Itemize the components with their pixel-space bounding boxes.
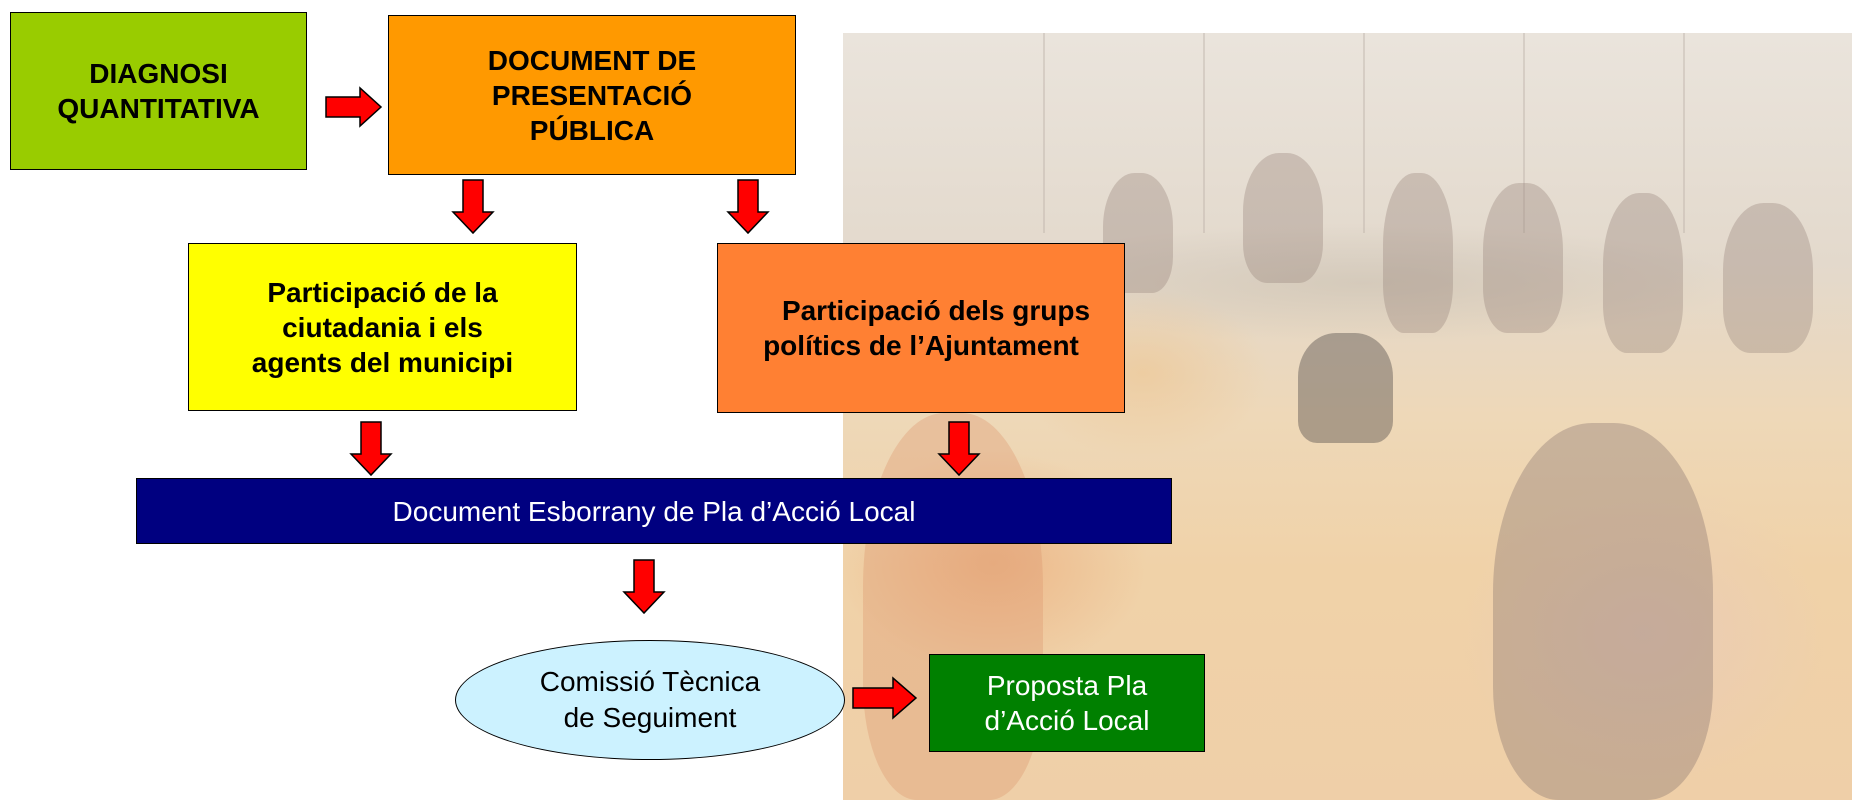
comissio-tecnica-ellipse: Comissió Tècnica de Seguiment bbox=[455, 640, 845, 760]
person-figure bbox=[1493, 423, 1713, 800]
comissio-label: Comissió Tècnica de Seguiment bbox=[540, 664, 760, 737]
arrow-down-icon bbox=[349, 421, 393, 477]
person-figure bbox=[1723, 203, 1813, 353]
person-figure bbox=[1483, 183, 1563, 333]
arrow-down-icon bbox=[937, 421, 981, 477]
wall-panel-line bbox=[1203, 33, 1205, 233]
diagnosi-quantitativa-box: DIAGNOSI QUANTITATIVA bbox=[10, 12, 307, 170]
ciutadania-label: Participació de la ciutadania i els agen… bbox=[252, 275, 513, 380]
chair-shape bbox=[1298, 333, 1393, 443]
grups-label-line: polítics de l’Ajuntament bbox=[763, 330, 1079, 361]
comissio-label-line: de Seguiment bbox=[563, 702, 737, 733]
participacio-grups-box: Participació dels grups polítics de l’Aj… bbox=[717, 243, 1125, 413]
proposta-label: Proposta Pla d’Acció Local bbox=[985, 668, 1150, 738]
esborrany-label: Document Esborrany de Pla d’Acció Local bbox=[392, 495, 916, 527]
arrow-right-icon bbox=[852, 676, 918, 720]
diagnosi-label: DIAGNOSI QUANTITATIVA bbox=[57, 58, 260, 124]
document-label-line: PRESENTACIÓ bbox=[491, 79, 693, 111]
proposta-label-line: Proposta Pla bbox=[986, 670, 1148, 701]
participacio-ciutadania-box: Participació de la ciutadania i els agen… bbox=[188, 243, 577, 411]
ciutadania-label-line: ciutadania i els bbox=[282, 311, 483, 343]
arrow-right-icon bbox=[325, 86, 383, 128]
proposta-label-line: d’Acció Local bbox=[984, 705, 1150, 736]
ciutadania-label-line: agents del municipi bbox=[251, 346, 514, 378]
arrow-down-icon bbox=[451, 179, 495, 235]
arrow-down-icon bbox=[726, 179, 770, 235]
document-label-line: PÚBLICA bbox=[529, 114, 655, 146]
person-figure bbox=[1243, 153, 1323, 283]
wall-panel-line bbox=[1363, 33, 1365, 233]
document-esborrany-bar: Document Esborrany de Pla d’Acció Local bbox=[136, 478, 1172, 544]
document-label: DOCUMENT DE PRESENTACIÓ PÚBLICA bbox=[488, 43, 696, 148]
document-presentacio-box: DOCUMENT DE PRESENTACIÓ PÚBLICA bbox=[388, 15, 796, 175]
arrow-down-icon bbox=[622, 559, 666, 615]
wall-panel-line bbox=[1043, 33, 1045, 233]
ciutadania-label-line: Participació de la bbox=[267, 276, 498, 308]
grups-label-line: Participació dels grups bbox=[781, 295, 1091, 326]
proposta-pla-box: Proposta Pla d’Acció Local bbox=[929, 654, 1205, 752]
grups-label: Participació dels grups polítics de l’Aj… bbox=[752, 293, 1090, 363]
document-label-line: DOCUMENT DE bbox=[487, 44, 697, 76]
comissio-label-line: Comissió Tècnica bbox=[539, 665, 761, 697]
wall-panel-line bbox=[1523, 33, 1525, 233]
person-figure bbox=[1383, 173, 1453, 333]
wall-panel-line bbox=[1683, 33, 1685, 233]
person-figure bbox=[1603, 193, 1683, 353]
